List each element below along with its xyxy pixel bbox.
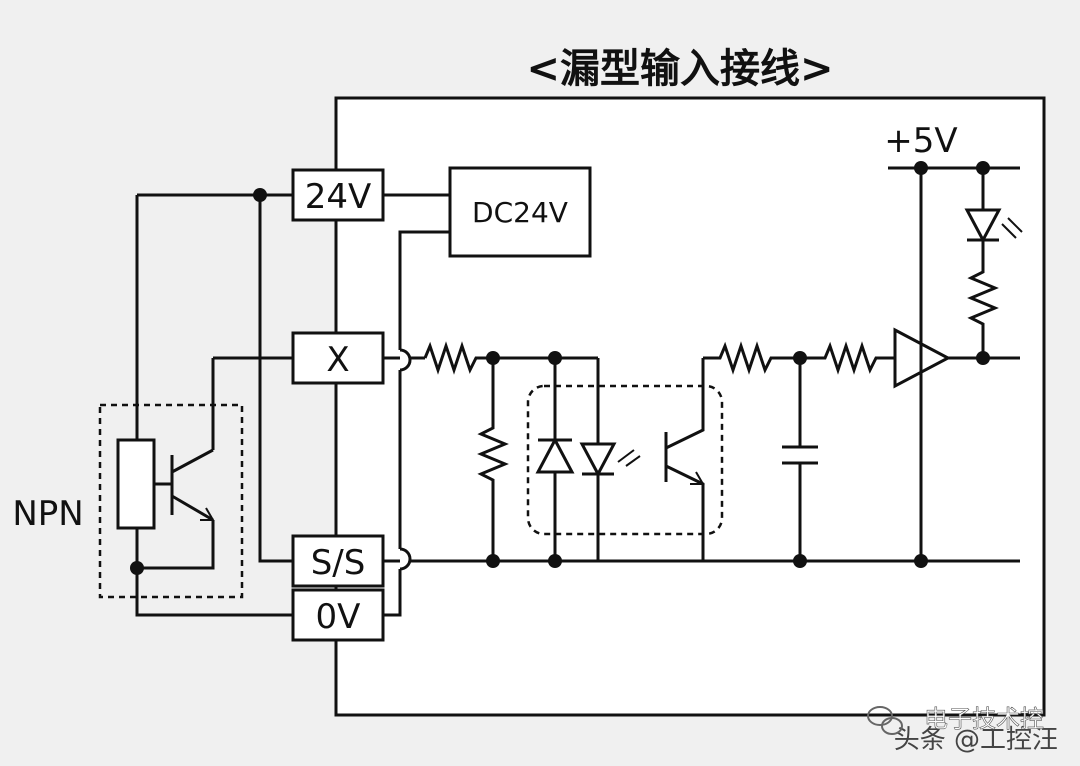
terminal-0v-label: 0V [316, 597, 361, 637]
wechat-logo-icon [867, 706, 903, 735]
led-light-arrows-icon [617, 449, 641, 467]
diagram-title: <漏型输入接线> [526, 46, 833, 92]
plus-5v-label: +5V [884, 121, 957, 161]
wire-jump-arc-1 [399, 348, 412, 372]
terminal-x-label: X [326, 340, 349, 380]
terminal-ss-box [291, 534, 385, 588]
output-resistor-r4 [800, 341, 895, 375]
junction-dot [793, 554, 807, 568]
plc-module-border [334, 96, 1046, 717]
junction-dot [486, 554, 500, 568]
npn-transistor-emitter [171, 494, 214, 522]
watermark-text: 头条 @工控汪 [894, 725, 1058, 755]
npn-emitter-arrow [200, 507, 215, 521]
wire-supply-neg-c [383, 569, 402, 617]
led-triangle [579, 442, 617, 478]
input-resistor-r1 [423, 341, 493, 375]
output-resistor-r3 [703, 341, 800, 375]
wire-jump-arc-2 [399, 547, 412, 571]
terminal-24v-label: 24V [305, 177, 372, 217]
npn-sensor-boundary [98, 403, 244, 599]
indicator-light-arrows-icon [1001, 217, 1023, 239]
junction-dot [548, 554, 562, 568]
wire-supply-neg-a [398, 230, 450, 350]
npn-transistor-collector [171, 448, 214, 474]
phototransistor-emitter-arrow [690, 471, 705, 485]
indicator-resistor [967, 240, 999, 358]
terminal-ss-label: S/S [311, 543, 366, 583]
wire-sensor-emitter [135, 520, 215, 570]
watermark-overlay-text: 电子技术控 [924, 705, 1044, 733]
wire-ext-0v [135, 528, 293, 617]
junction-dot [914, 554, 928, 568]
wire-24v-to-ss [258, 195, 293, 563]
indicator-led-triangle [964, 208, 1002, 244]
dc24v-supply-label: DC24V [472, 196, 568, 229]
dc24v-supply-box [448, 166, 592, 258]
shunt-resistor-r2 [477, 358, 509, 561]
filter-capacitor [782, 358, 818, 561]
optocoupler-boundary [526, 384, 724, 536]
terminal-x-box [291, 331, 385, 385]
npn-sensor-label: NPN [12, 494, 83, 534]
phototransistor-collector [665, 358, 705, 450]
sensor-element-block [116, 438, 156, 530]
